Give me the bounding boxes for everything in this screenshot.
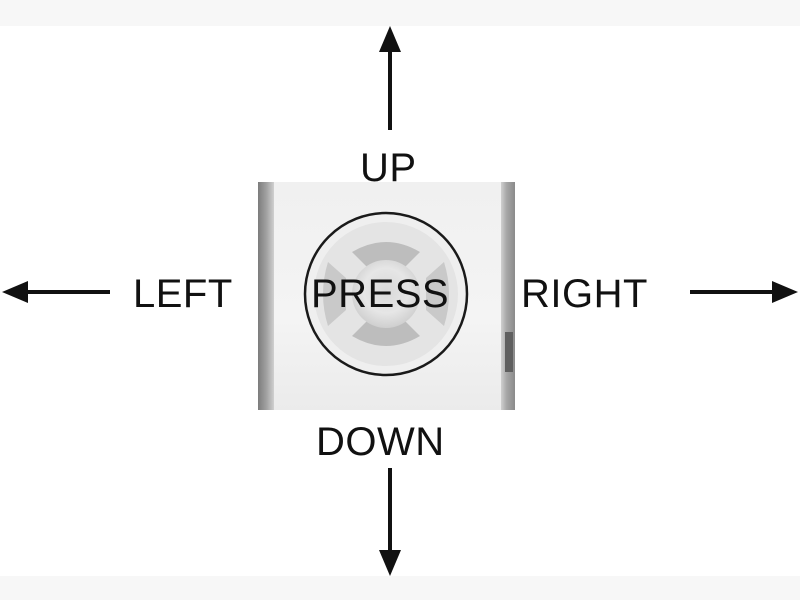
left-label: LEFT <box>133 272 233 316</box>
button-center <box>352 260 420 328</box>
button-left-petal <box>323 262 346 326</box>
up-arrow-icon <box>379 26 401 130</box>
down-label: DOWN <box>316 420 445 464</box>
down-arrow-icon <box>379 468 401 576</box>
bottom-margin-band <box>0 576 800 600</box>
device-right-notch <box>505 332 513 372</box>
device-left-rail <box>258 182 274 410</box>
up-label: UP <box>360 146 417 190</box>
button-upper-petal <box>352 242 420 268</box>
joystick-button-icon[interactable] <box>303 211 469 377</box>
right-label: RIGHT <box>521 272 648 316</box>
button-lower-petal <box>352 320 420 346</box>
left-arrow-icon <box>2 281 110 303</box>
button-right-petal <box>426 262 449 326</box>
right-arrow-icon <box>690 281 798 303</box>
top-margin-band <box>0 0 800 26</box>
press-label: PRESS <box>311 272 450 316</box>
